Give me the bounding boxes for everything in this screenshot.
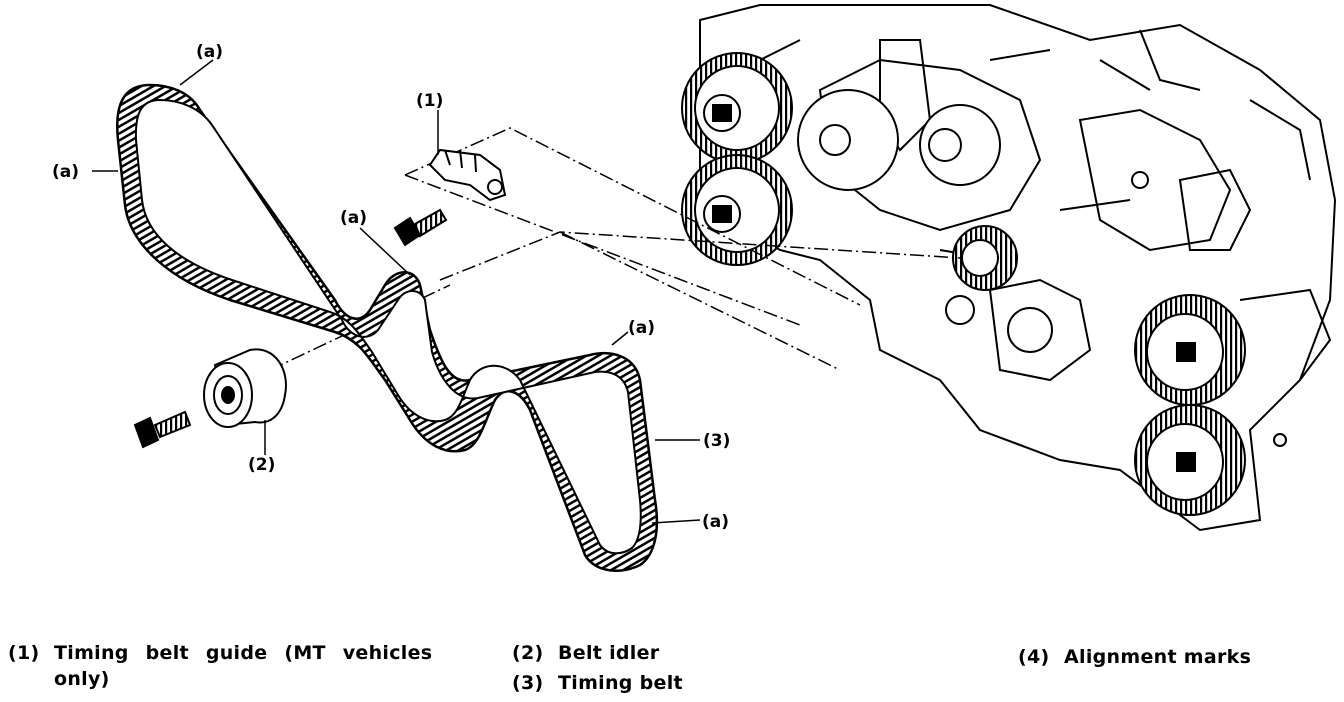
cam-sprocket-upper (681, 52, 793, 164)
cam-sprocket-lower (681, 154, 793, 266)
engine-pulley-center (797, 89, 1001, 191)
legend-item-3-number: (3) (512, 672, 544, 694)
engine-block (699, 4, 1337, 532)
legend-item-4-text: Alignment marks (1064, 646, 1252, 668)
callout-2: (2) (248, 455, 275, 475)
belt-idler (203, 348, 287, 428)
callout-a-bottom: (a) (702, 512, 729, 532)
legend-item-2-number: (2) (512, 642, 544, 664)
legend-item-4: (4) Alignment marks (1018, 644, 1251, 670)
callout-leaders (92, 59, 701, 524)
engine-small-idler (952, 225, 1018, 291)
callout-a-left: (a) (52, 162, 79, 182)
legend-item-1-text-cont: only) (54, 668, 110, 690)
legend-item-3: (3) Timing belt (512, 670, 683, 696)
legend-item-2: (2) Belt idler (512, 640, 659, 666)
callout-a-mid: (a) (340, 208, 367, 228)
callout-1: (1) (416, 91, 443, 111)
right-sprocket-lower (1134, 404, 1246, 516)
callout-a-right: (a) (628, 318, 655, 338)
legend-item-4-number: (4) (1018, 646, 1050, 668)
legend-item-2-text: Belt idler (558, 642, 660, 664)
right-sprocket-upper (1134, 294, 1246, 406)
legend-item-3-text: Timing belt (558, 672, 683, 694)
callout-a-top: (a) (196, 42, 223, 62)
callout-3: (3) (703, 431, 730, 451)
idler-bolt (133, 410, 192, 449)
legend-item-1: (1) Timing belt guide (MT vehicles only) (8, 640, 448, 692)
legend-item-1-number: (1) (8, 642, 40, 664)
timing-belt-guide (428, 148, 507, 202)
timing-belt (116, 83, 659, 572)
guide-bolt (393, 208, 448, 247)
legend-item-1-text: Timing belt guide (MT vehicles (54, 642, 433, 664)
